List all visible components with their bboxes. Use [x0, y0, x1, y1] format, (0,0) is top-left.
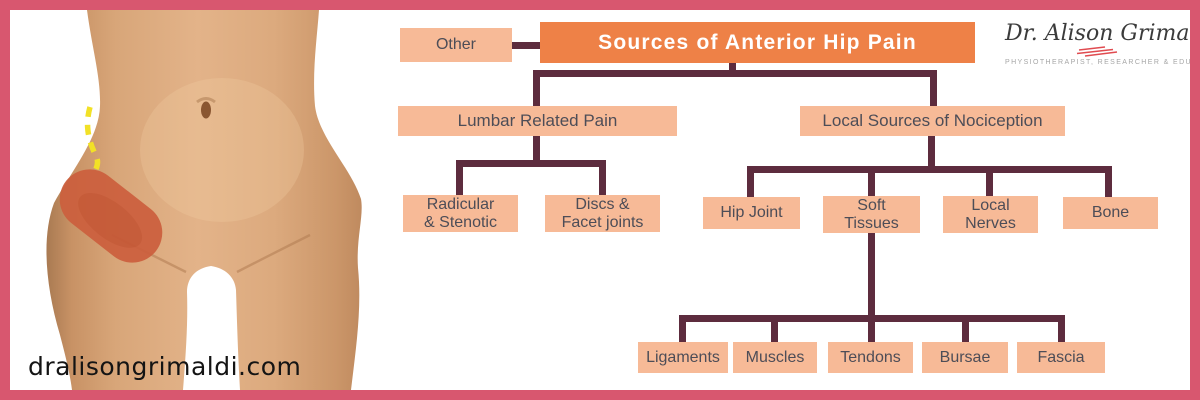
hip-anatomy-figure [46, 10, 362, 390]
connector-drop-lumbar [533, 70, 540, 106]
node-hip-joint: Hip Joint [703, 197, 800, 229]
connector-local-branch [747, 166, 1112, 173]
node-local-nerves: Local Nerves [943, 196, 1038, 233]
iliac-crest-dashed-line [84, 106, 101, 173]
node-bursae: Bursae [922, 342, 1008, 373]
connector-local-down [928, 136, 935, 173]
connector-drop-ligaments [679, 315, 686, 342]
torso-silhouette [46, 10, 362, 390]
connector-title-stub [729, 62, 736, 71]
belly-highlight [140, 78, 304, 222]
site-watermark: dralisongrimaldi.com [28, 352, 302, 381]
connector-drop-local-nerves [986, 166, 993, 197]
node-muscles: Muscles [733, 342, 817, 373]
node-tendons: Tendons [828, 342, 913, 373]
connector-drop-local [930, 70, 937, 106]
connector-drop-tendons [868, 315, 875, 342]
connector-drop-fascia [1058, 315, 1065, 342]
connector-drop-bursae [962, 315, 969, 342]
pain-region-core [78, 193, 143, 248]
connector-soft-tissues-down [868, 233, 875, 322]
node-bone: Bone [1063, 197, 1158, 229]
node-radicular-stenotic: Radicular & Stenotic [403, 195, 518, 232]
node-local-sources-of-nociception: Local Sources of Nociception [800, 106, 1065, 136]
connector-lumbar-branch [456, 160, 606, 167]
connector-drop-hip-joint [747, 166, 754, 197]
node-discs-facet-joints: Discs & Facet joints [545, 195, 660, 232]
connector-other-title [512, 42, 540, 49]
diagram-title: Sources of Anterior Hip Pain [540, 22, 975, 63]
navel-shadow [196, 97, 216, 104]
logo-name: Dr. Alison Grimaldi [1005, 21, 1200, 46]
node-fascia: Fascia [1017, 342, 1105, 373]
logo-tagline: PHYSIOTHERAPIST, RESEARCHER & EDUCATOR [1005, 59, 1199, 66]
right-groin-crease [236, 233, 311, 274]
brand-logo: Dr. Alison Grimaldi PHYSIOTHERAPIST, RES… [1005, 21, 1200, 67]
connector-lumbar-down [533, 136, 540, 167]
pain-region-highlight [59, 169, 163, 263]
connector-drop-bone [1105, 166, 1112, 197]
logo-swoosh-icon [1076, 46, 1117, 57]
connector-drop-soft-tissues [868, 166, 875, 197]
node-soft-tissues: Soft Tissues [823, 196, 920, 233]
connector-drop-discs [599, 160, 606, 195]
connector-drop-radicular [456, 160, 463, 195]
node-ligaments: Ligaments [638, 342, 728, 373]
node-lumbar-related-pain: Lumbar Related Pain [398, 106, 677, 136]
node-other: Other [400, 28, 512, 62]
connector-drop-muscles [771, 315, 778, 342]
navel [201, 101, 211, 119]
connector-level2-branch [533, 70, 937, 77]
